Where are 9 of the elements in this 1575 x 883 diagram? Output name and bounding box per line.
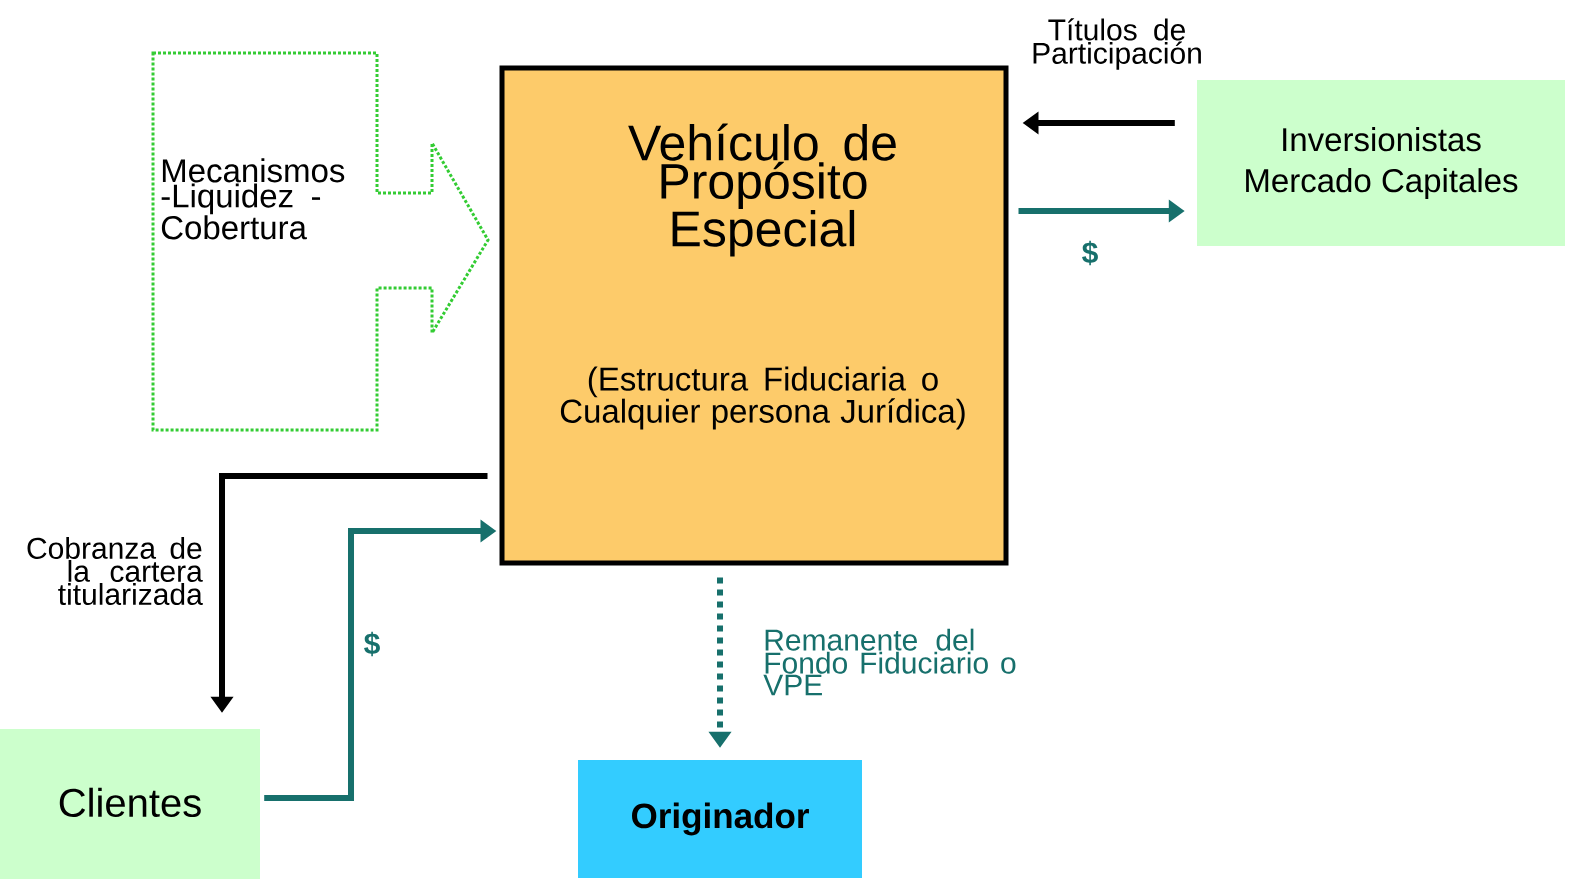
edge-label: Remanente del Fondo Fiduciario o VPE	[763, 628, 1016, 696]
clients-box: Clientes	[0, 729, 260, 879]
vehicle-box: Vehículo de Propósito Especial (Estructura Fiduciaria o Cualquier persona Jurídica)	[499, 65, 1009, 566]
originator-box: Originador	[578, 760, 862, 878]
investors-box: Inversionistas Mercado Capitales	[1197, 80, 1565, 246]
edge-label: $	[1082, 240, 1098, 266]
edge-label: Cobranza de la cartera titularizada	[27, 536, 203, 606]
edge-label: Títulos de Participación	[1033, 18, 1201, 70]
edge-label: $	[364, 631, 380, 657]
